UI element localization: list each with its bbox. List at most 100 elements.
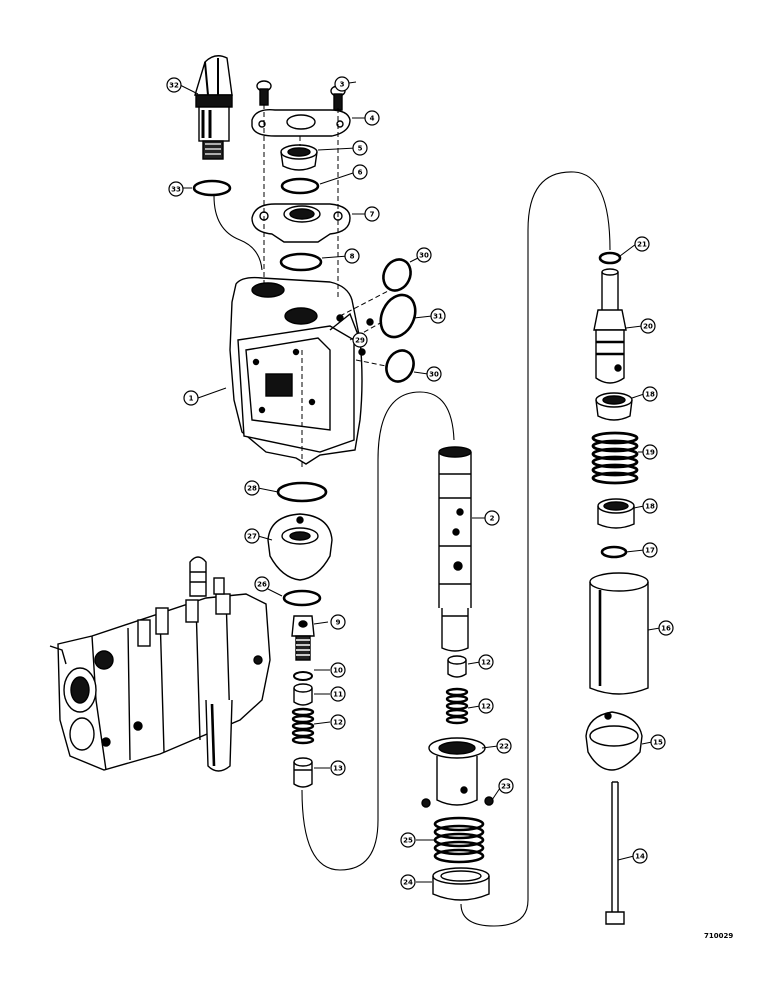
callout-number: 3 xyxy=(340,81,345,89)
callout-bubble xyxy=(352,164,368,180)
callout-number: 6 xyxy=(358,169,363,177)
end-cap-part-24 xyxy=(432,867,490,901)
callout-c10: 10 xyxy=(330,662,346,678)
callout-bubble xyxy=(330,686,346,702)
spring-part-12c xyxy=(445,687,469,725)
drawing-reference-code: 710029 xyxy=(704,932,733,940)
callout-c29: 29 xyxy=(352,332,368,348)
detent-housing-part xyxy=(421,737,494,808)
callout-number: 12 xyxy=(481,703,491,711)
seat-part-13 xyxy=(293,757,313,788)
callout-bubble xyxy=(244,528,260,544)
callout-bubble xyxy=(658,620,674,636)
callout-number: 33 xyxy=(171,186,181,194)
o-ring-part-21 xyxy=(598,251,622,265)
o-ring-part-8 xyxy=(279,252,323,272)
callout-c17: 17 xyxy=(642,542,658,558)
callout-bubble xyxy=(183,390,199,406)
callout-bubble xyxy=(330,614,346,630)
callout-number: 21 xyxy=(637,241,647,249)
callout-c12c: 12 xyxy=(478,698,494,714)
callout-c9: 9 xyxy=(330,614,346,630)
cap-part xyxy=(267,513,333,581)
callout-number: 12 xyxy=(481,659,491,667)
callout-number: 31 xyxy=(433,313,443,321)
callout-bubble xyxy=(244,480,260,496)
callout-bubble xyxy=(400,832,416,848)
callout-c33: 33 xyxy=(168,181,184,197)
callout-bubble xyxy=(330,760,346,776)
callout-c19: 19 xyxy=(642,444,658,460)
callout-bubble xyxy=(334,76,350,92)
callout-c24: 24 xyxy=(400,874,416,890)
screw-part-left xyxy=(256,80,272,106)
alignment-lines xyxy=(263,104,391,470)
callout-c7: 7 xyxy=(364,206,380,222)
spring-part-25 xyxy=(433,816,485,864)
callout-bubble xyxy=(330,662,346,678)
assembled-valve-illustration xyxy=(49,556,271,772)
callout-c11: 11 xyxy=(330,686,346,702)
callout-c30b: 30 xyxy=(426,366,442,382)
callout-number: 5 xyxy=(358,145,363,153)
spring-part-19 xyxy=(591,431,639,485)
o-ring-part-33 xyxy=(192,179,232,197)
o-ring-part-6 xyxy=(280,177,320,195)
callout-bubble xyxy=(364,206,380,222)
callout-bubble xyxy=(640,318,656,334)
bushing-part-18b xyxy=(597,498,635,529)
callout-number: 22 xyxy=(499,743,509,751)
callout-bubble xyxy=(632,848,648,864)
callout-bubble xyxy=(642,498,658,514)
callout-number: 30 xyxy=(429,371,439,379)
o-ring-part-30b xyxy=(385,349,415,383)
callout-number: 26 xyxy=(257,581,267,589)
washer-part-10 xyxy=(293,671,313,681)
callout-c12b: 12 xyxy=(478,654,494,670)
spring-part-12 xyxy=(291,707,315,745)
callout-number: 17 xyxy=(645,547,655,555)
callout-bubble xyxy=(416,247,432,263)
end-cap-part-15 xyxy=(585,711,643,771)
washer-part-17 xyxy=(600,545,628,559)
callout-c21: 21 xyxy=(634,236,650,252)
callout-c30: 30 xyxy=(416,247,432,263)
callout-bubble xyxy=(634,236,650,252)
o-ring-part-28 xyxy=(276,481,328,503)
callout-number: 32 xyxy=(169,82,179,90)
callout-number: 10 xyxy=(333,667,343,675)
callout-c12: 12 xyxy=(330,714,346,730)
bushing-part xyxy=(280,144,318,171)
callout-c14: 14 xyxy=(632,848,648,864)
callout-c26: 26 xyxy=(254,576,270,592)
callout-c2: 2 xyxy=(484,510,500,526)
callout-bubble xyxy=(352,140,368,156)
callout-number: 20 xyxy=(643,323,653,331)
callout-number: 24 xyxy=(403,879,413,887)
spacer-part-12b xyxy=(447,655,467,678)
callout-c6: 6 xyxy=(352,164,368,180)
callout-number: 25 xyxy=(403,837,413,845)
callout-bubble xyxy=(642,444,658,460)
callout-number: 15 xyxy=(653,739,663,747)
callout-c32: 32 xyxy=(166,77,182,93)
callout-c1: 1 xyxy=(183,390,199,406)
callout-bubble xyxy=(400,874,416,890)
callout-number: 11 xyxy=(333,691,343,699)
callout-bubble xyxy=(642,542,658,558)
callout-number: 19 xyxy=(645,449,655,457)
callout-number: 1 xyxy=(189,395,194,403)
retainer-plate-part xyxy=(251,109,351,137)
callout-bubble xyxy=(478,698,494,714)
bolt-part xyxy=(605,781,625,925)
callout-c15: 15 xyxy=(650,734,666,750)
callout-number: 12 xyxy=(333,719,343,727)
callout-c13: 13 xyxy=(330,760,346,776)
valve-housing-part xyxy=(229,276,374,465)
callout-c18b: 18 xyxy=(642,498,658,514)
callout-c4: 4 xyxy=(364,110,380,126)
callout-c3: 3 xyxy=(334,76,350,92)
